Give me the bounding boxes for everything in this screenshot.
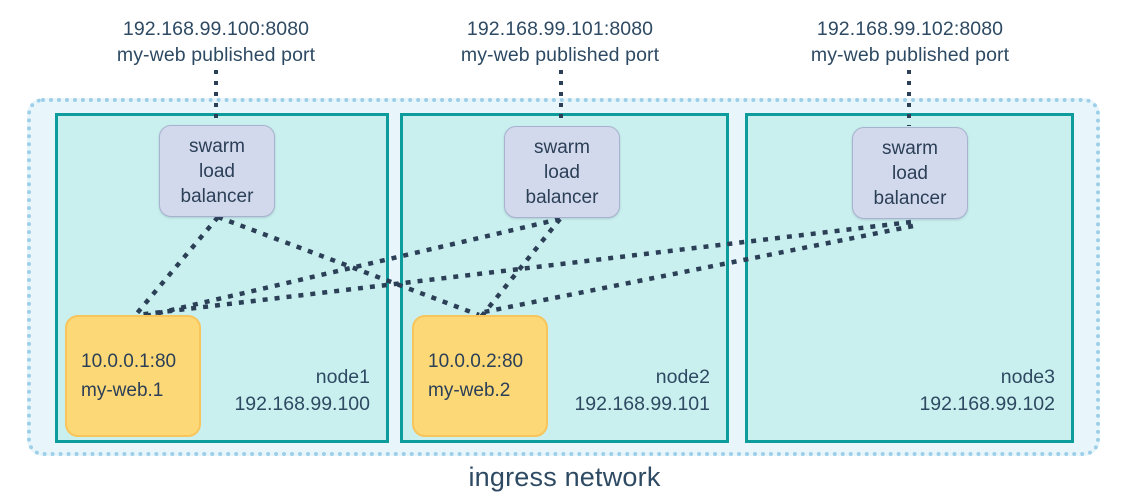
service-task-my-web-2: 10.0.0.2:80 my-web.2 [412,315,548,437]
lb-line-2-node2: load [544,161,580,183]
published-port-label-node3: 192.168.99.102:8080 my-web published por… [782,16,1038,68]
published-port-description-node2: my-web published port [460,44,660,66]
published-port-label-node1: 192.168.99.100:8080 my-web published por… [88,16,344,68]
ingress-network-label: ingress network [468,462,661,492]
node-ip-node2: 192.168.99.101 [574,393,710,415]
node-ip-node3: 192.168.99.102 [919,393,1055,415]
node-name-node1: node1 [315,366,370,388]
service-task-my-web-1: 10.0.0.1:80 my-web.1 [65,315,201,437]
task-address-my-web-2: 10.0.0.2:80 [428,351,524,372]
swarm-load-balancer-node2: swarm load balancer [504,126,620,218]
task-name-my-web-2: my-web.2 [428,380,511,401]
lb-line-3-node3: balancer [873,187,947,209]
published-port-address-node1: 192.168.99.100:8080 [122,18,310,40]
node-name-node3: node3 [1000,366,1055,388]
swarm-load-balancer-node1: swarm load balancer [159,125,275,217]
published-port-address-node3: 192.168.99.102:8080 [816,18,1004,40]
lb-line-3-node1: balancer [180,185,254,207]
published-port-label-node2: 192.168.99.101:8080 my-web published por… [432,16,688,68]
node-label-node3: node3 192.168.99.102 [919,364,1055,418]
lb-line-1-node3: swarm [882,137,938,159]
published-port-description-node1: my-web published port [116,44,316,66]
node-ip-node1: 192.168.99.100 [234,393,370,415]
task-address-my-web-1: 10.0.0.1:80 [81,351,177,372]
node-label-node2: node2 192.168.99.101 [574,364,710,418]
node-name-node2: node2 [655,366,710,388]
lb-line-1-node1: swarm [189,135,245,157]
lb-line-3-node2: balancer [525,186,599,208]
lb-line-2-node3: load [892,162,928,184]
node-label-node1: node1 192.168.99.100 [234,364,370,418]
swarm-load-balancer-node3: swarm load balancer [852,127,968,219]
published-port-description-node3: my-web published port [810,44,1010,66]
lb-line-2-node1: load [199,160,235,182]
task-name-my-web-1: my-web.1 [81,380,164,401]
lb-line-1-node2: swarm [534,136,590,158]
published-port-address-node2: 192.168.99.101:8080 [466,18,654,40]
